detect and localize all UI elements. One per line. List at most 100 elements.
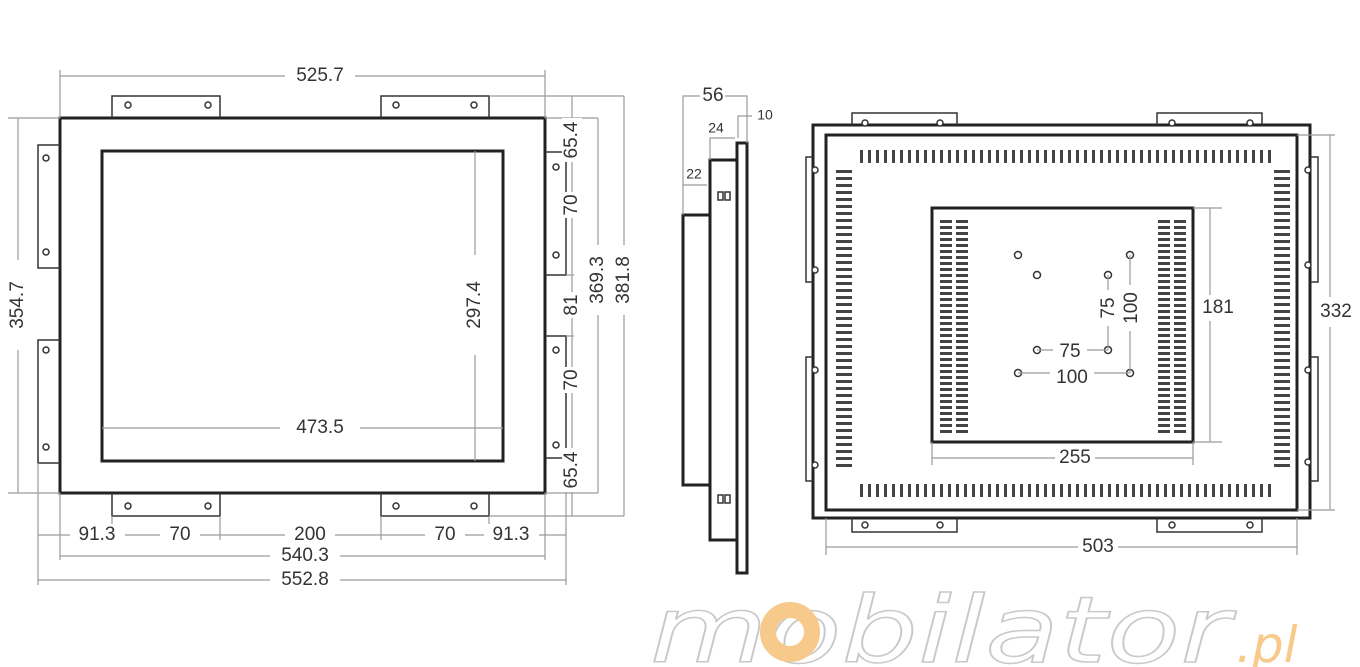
vent-slot — [1274, 296, 1290, 299]
vent-slot — [940, 406, 952, 409]
vent-slot — [1028, 150, 1031, 163]
vent-slot — [988, 150, 991, 163]
vent-slot — [1274, 191, 1290, 194]
vent-slot — [996, 484, 999, 497]
vent-slot — [980, 484, 983, 497]
vent-slot — [1260, 484, 1263, 497]
vent-slot — [1158, 250, 1170, 253]
vent-slot — [940, 226, 952, 229]
mount-hole — [552, 251, 560, 259]
vent-slot — [940, 430, 952, 433]
vent-slot — [956, 340, 968, 343]
vent-slot — [932, 150, 935, 163]
vent-slot — [940, 394, 952, 397]
vent-slot — [1174, 412, 1186, 415]
vent-slot — [836, 331, 852, 334]
vesa-plate — [930, 206, 1195, 444]
vent-slot — [1158, 412, 1170, 415]
back-view: 75 100 75 100 181 255 332 503 — [805, 112, 1354, 559]
dim-width-total: 552.8 — [281, 569, 329, 590]
vent-slot — [1274, 177, 1290, 180]
dim-height-overall: 381.8 — [613, 256, 634, 304]
vent-slot — [1068, 150, 1071, 163]
vent-slot — [868, 484, 871, 497]
vent-slot — [836, 338, 852, 341]
vent-slot — [1196, 150, 1199, 163]
vent-slot — [940, 376, 952, 379]
vent-slot — [1274, 170, 1290, 173]
vent-slot — [940, 286, 952, 289]
vent-slot — [1174, 244, 1186, 247]
vent-slot — [1158, 268, 1170, 271]
vent-slot — [836, 275, 852, 278]
vent-slot — [940, 370, 952, 373]
vent-slot — [1188, 484, 1191, 497]
vent-slot — [940, 310, 952, 313]
vent-slot — [980, 150, 983, 163]
dim-screen-height: 297.4 — [464, 281, 485, 329]
vent-slot — [956, 280, 968, 283]
vent-slot — [1158, 382, 1170, 385]
vent-slot — [1020, 484, 1023, 497]
vent-slot — [1158, 418, 1170, 421]
vent-slot — [956, 150, 959, 163]
vent-slot — [1274, 289, 1290, 292]
mount-hole — [936, 521, 944, 529]
vent-slot — [836, 198, 852, 201]
mount-hole — [1304, 458, 1312, 466]
vent-slot — [956, 316, 968, 319]
vent-slot — [956, 268, 968, 271]
vent-slot — [1274, 226, 1290, 229]
vent-slot — [956, 358, 968, 361]
vent-slot — [1252, 150, 1255, 163]
vent-slot — [1124, 484, 1127, 497]
mount-hole — [1246, 521, 1254, 529]
vent-slot — [836, 212, 852, 215]
vent-slot — [956, 274, 968, 277]
vent-slot — [836, 394, 852, 397]
vent-slot — [836, 240, 852, 243]
vent-slot — [1158, 424, 1170, 427]
vent-slot — [940, 280, 952, 283]
vent-slot — [1252, 484, 1255, 497]
vent-slot — [836, 317, 852, 320]
vent-slot — [900, 484, 903, 497]
vent-slot — [836, 296, 852, 299]
screen-area — [100, 149, 505, 463]
vent-slot — [1274, 408, 1290, 411]
vent-slot — [1158, 352, 1170, 355]
vent-slot — [956, 400, 968, 403]
vent-slot — [1012, 150, 1015, 163]
vent-slot — [1084, 150, 1087, 163]
vent-slot — [1158, 310, 1170, 313]
vent-slot — [1132, 150, 1135, 163]
vent-slot — [1148, 484, 1151, 497]
vent-slot — [1148, 150, 1151, 163]
dim-screen-width: 473.5 — [296, 417, 344, 438]
vent-slot — [1164, 484, 1167, 497]
vent-slot — [1164, 150, 1167, 163]
vent-slot — [956, 286, 968, 289]
vent-slot — [1274, 457, 1290, 460]
vent-slot — [1274, 282, 1290, 285]
vent-slot — [836, 289, 852, 292]
vent-slot — [1174, 322, 1186, 325]
vent-slot — [940, 340, 952, 343]
vent-slot — [836, 233, 852, 236]
vent-slot — [1274, 464, 1290, 467]
vent-slot — [940, 334, 952, 337]
vent-slot — [1274, 331, 1290, 334]
vent-slot — [1174, 310, 1186, 313]
vent-slot — [956, 418, 968, 421]
vent-slot — [836, 380, 852, 383]
vent-slot — [836, 464, 852, 467]
vent-slot — [956, 292, 968, 295]
dim-vesa-small-v: 75 — [1098, 297, 1119, 318]
vent-slot — [1132, 484, 1135, 497]
vent-slot — [836, 352, 852, 355]
vent-slot — [1274, 380, 1290, 383]
vent-slot — [836, 450, 852, 453]
vent-slot — [1158, 238, 1170, 241]
vent-slot — [1174, 280, 1186, 283]
vent-slot — [956, 424, 968, 427]
